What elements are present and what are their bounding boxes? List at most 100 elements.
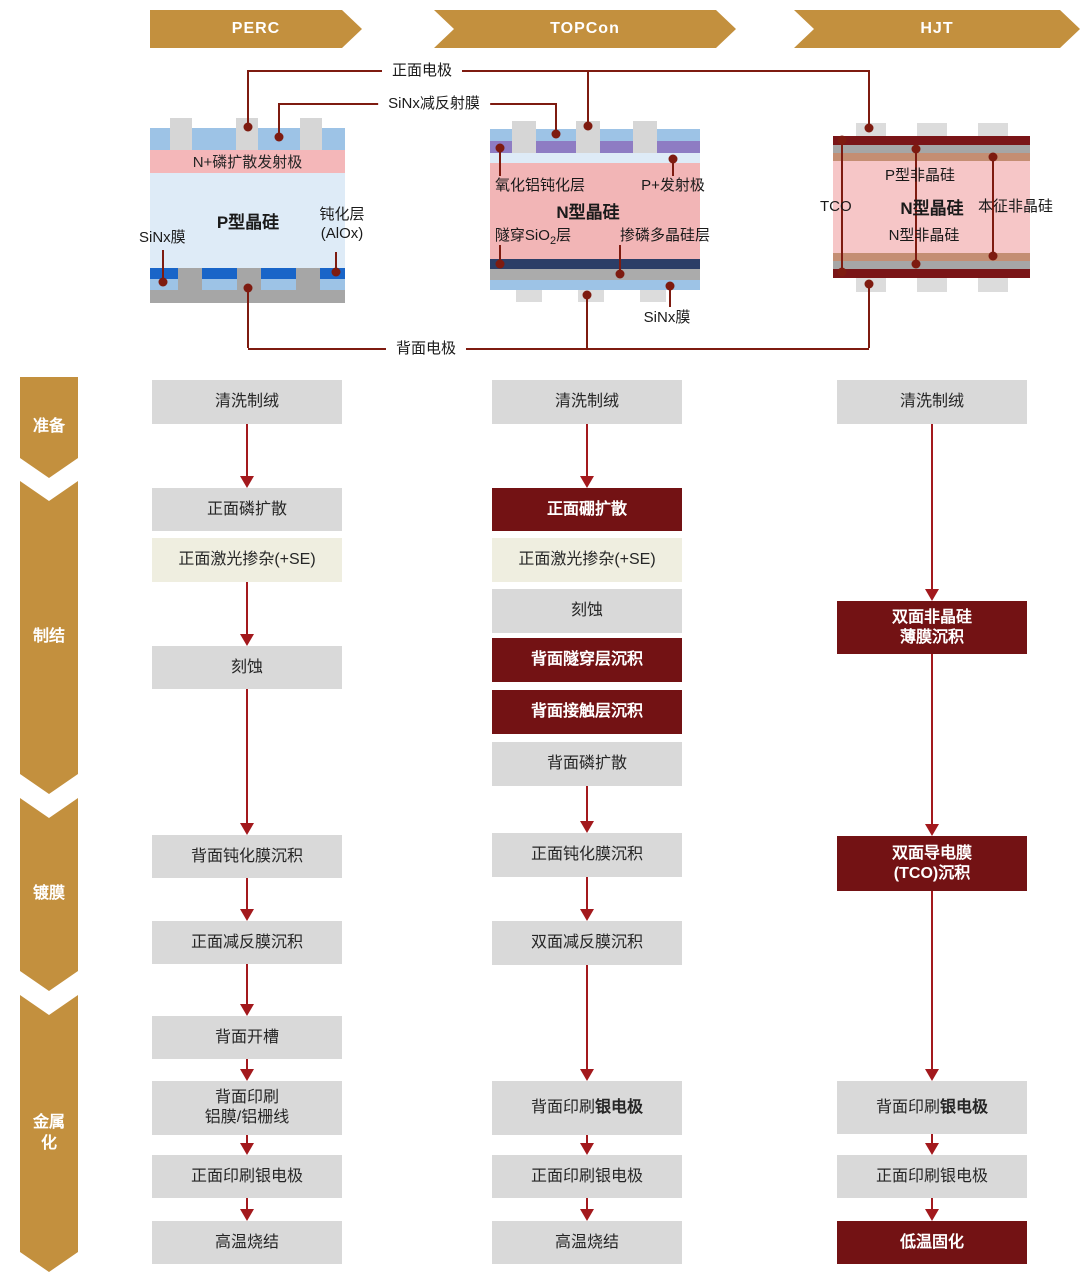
banner-perc-label: PERC <box>231 20 281 37</box>
topcon-step-rear-phosphorus: 背面磷扩散 <box>492 742 682 786</box>
flow-arrow <box>586 786 588 821</box>
topcon-p-emitter-label: P+发射极 <box>641 177 705 194</box>
hjt-intrinsic-label: 本征非晶硅 <box>978 198 1054 215</box>
hjt-front-p-asi-layer <box>833 145 1030 153</box>
hjt-step-asi-deposition: 双面非晶硅薄膜沉积 <box>837 601 1027 654</box>
hjt-wafer-body <box>833 161 1030 253</box>
topcon-poly-label: 掺磷多晶硅层 <box>619 227 711 244</box>
back-electrode-label: 背面电极 <box>385 340 467 359</box>
hjt-front-finger <box>917 123 947 137</box>
connector-dot <box>331 267 341 277</box>
perc-front-finger <box>300 118 322 150</box>
connector-dot <box>243 122 253 132</box>
connector-dot <box>665 281 675 291</box>
connector-line <box>586 296 588 348</box>
connector-dot <box>911 259 921 269</box>
flow-arrow <box>246 1059 248 1069</box>
topcon-step-front-printing: 正面印刷银电极 <box>492 1155 682 1198</box>
hjt-rear-n-asi-layer <box>833 261 1030 269</box>
front-electrode-line <box>248 70 869 72</box>
connector-dot <box>988 152 998 162</box>
topcon-step-rear-printing: 背面印刷银电极 <box>492 1081 682 1135</box>
back-electrode-line <box>248 348 869 350</box>
perc-emitter-label: N+磷扩散发射极 <box>192 154 303 171</box>
perc-body-label: P型晶硅 <box>216 213 280 232</box>
connector-dot <box>615 269 625 279</box>
banner-hjt-label: HJT <box>920 20 954 37</box>
connector-line <box>162 250 164 280</box>
connector-dot <box>988 251 998 261</box>
perc-rear-contact <box>296 268 320 298</box>
hjt-p-asi-label: P型非晶硅 <box>884 167 956 184</box>
banner-topcon: TOPCon <box>434 10 736 48</box>
perc-sinx-label: SiNx膜 <box>139 229 186 246</box>
topcon-step-tunnel-deposition: 背面隧穿层沉积 <box>492 638 682 682</box>
flow-arrow <box>931 891 933 1069</box>
hjt-front-finger <box>978 123 1008 137</box>
arc-film-label: SiNx减反射膜 <box>378 95 490 114</box>
hjt-n-asi-label: N型非晶硅 <box>888 227 960 244</box>
perc-step-firing: 高温烧结 <box>152 1221 342 1264</box>
hjt-tco-label: TCO <box>820 198 852 215</box>
flow-arrow <box>246 964 248 1004</box>
hjt-rear-finger <box>978 278 1008 292</box>
connector-line <box>841 140 843 272</box>
perc-step-rear-grooving: 背面开槽 <box>152 1016 342 1059</box>
connector-dot <box>582 290 592 300</box>
connector-line <box>247 70 249 125</box>
perc-rear-contact <box>178 268 202 298</box>
connector-dot <box>837 135 847 145</box>
flow-arrow <box>931 654 933 824</box>
topcon-step-boron-diffusion: 正面硼扩散 <box>492 488 682 531</box>
topcon-step-front-passivation: 正面钝化膜沉积 <box>492 833 682 877</box>
connector-dot <box>495 259 505 269</box>
connector-line <box>499 148 501 176</box>
perc-step-etching: 刻蚀 <box>152 646 342 689</box>
perc-step-cleaning: 清洗制绒 <box>152 380 342 424</box>
connector-dot <box>837 267 847 277</box>
connector-line <box>868 285 870 348</box>
perc-front-finger <box>170 118 192 150</box>
perc-step-rear-passivation: 背面钝化膜沉积 <box>152 835 342 878</box>
connector-line <box>278 103 280 135</box>
topcon-step-laser-doping: 正面激光掺杂(+SE) <box>492 538 682 582</box>
connector-dot <box>243 283 253 293</box>
front-electrode-label: 正面电极 <box>381 62 463 81</box>
connector-dot <box>158 277 168 287</box>
hjt-rear-finger <box>917 278 947 292</box>
flow-arrow <box>931 1198 933 1209</box>
connector-dot <box>495 143 505 153</box>
topcon-step-etching: 刻蚀 <box>492 589 682 633</box>
topcon-step-firing: 高温烧结 <box>492 1221 682 1264</box>
topcon-wafer-body <box>490 163 700 259</box>
perc-rear-contact <box>237 268 261 298</box>
connector-line <box>992 157 994 257</box>
connector-dot <box>274 132 284 142</box>
connector-line <box>555 103 557 132</box>
connector-line <box>915 149 917 264</box>
topcon-front-finger <box>512 121 536 153</box>
topcon-step-contact-deposition: 背面接触层沉积 <box>492 690 682 734</box>
flow-arrow <box>246 424 248 476</box>
flow-arrow <box>586 1198 588 1209</box>
topcon-tunnel-label: 隧穿SiO2层 <box>494 227 572 247</box>
hjt-front-tco-layer <box>833 136 1030 145</box>
connector-dot <box>583 121 593 131</box>
flow-arrow <box>246 1135 248 1143</box>
topcon-step-double-arc: 双面减反膜沉积 <box>492 921 682 965</box>
flow-arrow <box>246 878 248 909</box>
hjt-step-front-printing: 正面印刷银电极 <box>837 1155 1027 1198</box>
perc-step-phosphorus-diffusion: 正面磷扩散 <box>152 488 342 531</box>
hjt-rear-intrinsic-layer <box>833 253 1030 261</box>
banner-perc: PERC <box>150 10 362 48</box>
topcon-alox-label: 氧化铝钝化层 <box>494 177 586 194</box>
perc-emitter-layer: N+磷扩散发射极 <box>150 150 345 173</box>
topcon-body-label: N型晶硅 <box>556 203 620 222</box>
topcon-p-emitter-layer <box>490 153 700 163</box>
topcon-poly-si-layer <box>490 269 700 280</box>
perc-step-rear-printing: 背面印刷铝膜/铝栅线 <box>152 1081 342 1135</box>
banner-hjt: HJT <box>794 10 1080 48</box>
hjt-rear-tco-layer <box>833 269 1030 278</box>
flow-arrow <box>586 965 588 1069</box>
